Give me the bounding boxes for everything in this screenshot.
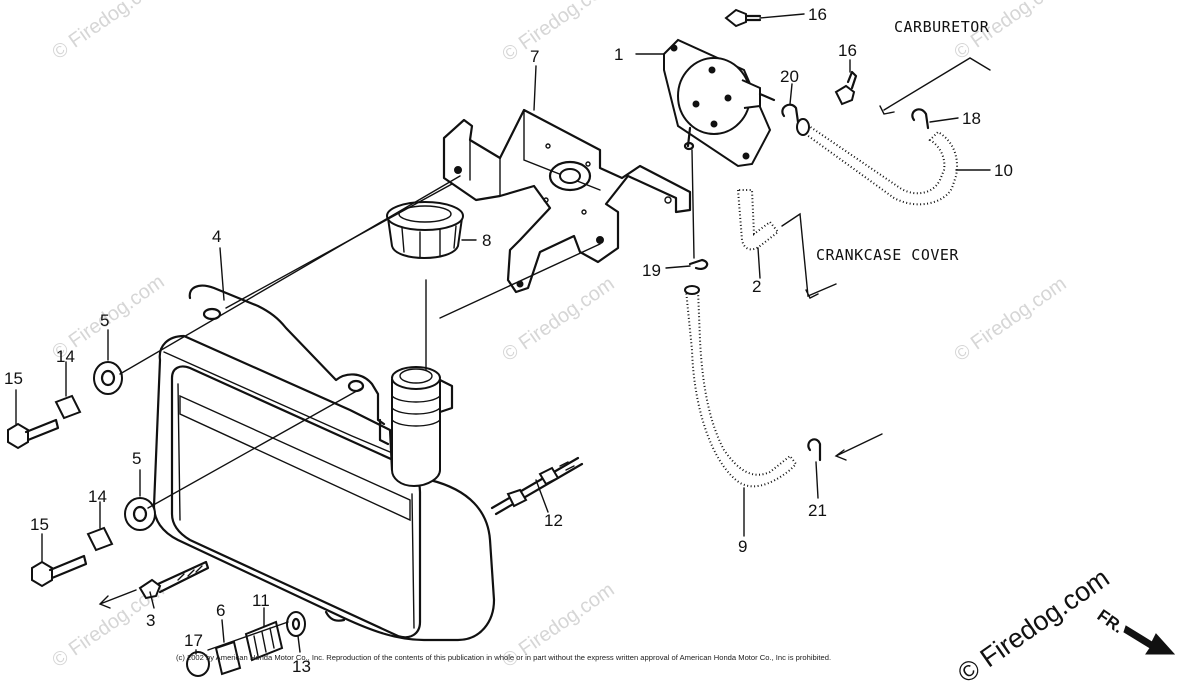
part-number-12: 12 xyxy=(544,511,563,530)
tank-mount-hardware-lower xyxy=(31,497,156,588)
watermark: © Firedog.com xyxy=(498,273,618,366)
front-direction-indicator: FR. xyxy=(1094,606,1176,655)
front-arrow-icon xyxy=(1123,625,1176,655)
fuel-pump xyxy=(663,38,776,168)
part-number-10: 10 xyxy=(994,161,1013,180)
part-number-17: 17 xyxy=(184,631,203,650)
pulse-hose xyxy=(736,189,780,251)
part-number-13: 13 xyxy=(292,657,311,676)
watermark: © Firedog.com xyxy=(950,273,1070,366)
hose-clip xyxy=(688,103,930,462)
part-number-16-lower: 16 xyxy=(838,41,857,60)
part-number-15-lower: 15 xyxy=(30,515,49,534)
crankcase-cover-label: CRANKCASE COVER xyxy=(816,246,959,264)
part-number-19: 19 xyxy=(642,261,661,280)
carburetor-label: CARBURETOR xyxy=(894,18,990,36)
part-number-11: 11 xyxy=(252,591,270,610)
part-number-5-upper: 5 xyxy=(100,311,109,330)
part-number-15-upper: 15 xyxy=(4,369,23,388)
fuel-hose-tank-pump xyxy=(684,289,798,488)
copyright-notice: (c) 2002 by American Honda Motor Co., In… xyxy=(176,653,831,662)
part-number-18: 18 xyxy=(962,109,981,128)
drain-hardware xyxy=(186,611,306,677)
part-number-20: 20 xyxy=(780,67,799,86)
part-number-21: 21 xyxy=(808,501,827,520)
front-label: FR. xyxy=(1094,606,1127,637)
part-number-labels: 1 2 3 4 5 5 6 7 8 9 10 11 12 13 14 14 15… xyxy=(4,5,1013,676)
brand-watermark: © Firedog.com xyxy=(952,563,1115,689)
fuel-hose-pump-carburetor xyxy=(798,122,958,206)
watermark: © Firedog.com xyxy=(498,0,618,66)
part-number-8: 8 xyxy=(482,231,491,250)
part-number-16-upper: 16 xyxy=(808,5,827,24)
watermark: © Firedog.com xyxy=(48,0,168,64)
part-number-4: 4 xyxy=(212,227,221,246)
tank-bracket xyxy=(442,108,692,294)
long-bolt xyxy=(138,560,210,600)
part-number-5-lower: 5 xyxy=(132,449,141,468)
part-number-14-lower: 14 xyxy=(88,487,107,506)
part-number-14-upper: 14 xyxy=(56,347,75,366)
fuel-cap xyxy=(386,201,464,259)
stud-bolt xyxy=(490,456,584,516)
part-number-7: 7 xyxy=(530,47,539,66)
part-number-9: 9 xyxy=(738,537,747,556)
part-number-2: 2 xyxy=(752,277,761,296)
flange-bolt xyxy=(724,8,858,106)
fuel-tank xyxy=(152,284,496,642)
leader-lines xyxy=(15,13,991,655)
part-number-6: 6 xyxy=(216,601,225,620)
part-number-1: 1 xyxy=(614,45,623,64)
tank-mount-hardware-upper xyxy=(7,361,123,450)
part-number-3: 3 xyxy=(146,611,155,630)
